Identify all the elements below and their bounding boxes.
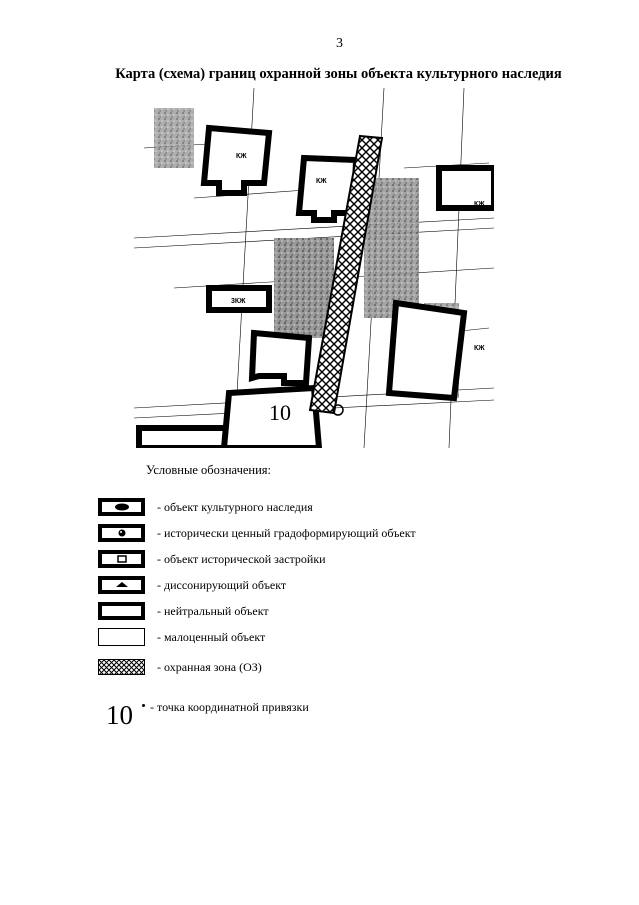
legend-item-heritage: - объект культурного наследия — [98, 496, 313, 518]
coord-point-dot — [142, 704, 145, 707]
legend-item-protection-zone: - охранная зона (ОЗ) — [98, 656, 262, 678]
legend-label: - диссонирующий объект — [157, 577, 287, 592]
dissonant-swatch — [98, 576, 145, 594]
heritage-swatch — [98, 498, 145, 516]
legend-title: Условные обозначения: — [146, 463, 272, 477]
map-coord-point: 10 — [269, 400, 291, 425]
map-label-building: КЖ — [316, 178, 327, 185]
legend-item-historic-building: - объект исторической застройки — [98, 548, 326, 570]
coord-point-number: 10 — [106, 700, 133, 730]
legend-label: - охранная зона (ОЗ) — [157, 659, 262, 674]
historic-valuable-swatch — [98, 524, 145, 542]
document-title: Карта (схема) границ охранной зоны объек… — [115, 66, 562, 82]
legend-item-historic-valuable: - исторически ценный градоформирующий об… — [98, 522, 416, 544]
map-dark-zone — [274, 238, 334, 338]
page-number: 3 — [336, 36, 343, 51]
map-label-building: КЖ — [474, 201, 485, 208]
map-building — [200, 124, 273, 196]
protection-zone-swatch — [98, 659, 145, 675]
legend-label: - малоценный объект — [157, 629, 266, 644]
legend-item-neutral: - нейтральный объект — [98, 600, 269, 622]
map-label-building: КЖ — [474, 345, 485, 352]
low-value-swatch — [98, 628, 145, 646]
map-building — [220, 384, 323, 448]
legend-label: - объект культурного наследия — [157, 499, 313, 514]
legend-label: - объект исторической застройки — [157, 551, 326, 566]
map-dark-zone — [364, 178, 419, 318]
coord-point-label: - точка координатной привязки — [150, 700, 309, 714]
map-dark-zone — [154, 108, 194, 168]
map-building — [436, 165, 494, 211]
map-building — [248, 329, 313, 386]
map-building — [385, 299, 468, 402]
historic-building-swatch — [98, 550, 145, 568]
neutral-swatch — [98, 602, 145, 620]
map-label-building: 3КЖ — [231, 298, 246, 305]
legend-label: - исторически ценный градоформирующий об… — [157, 525, 416, 540]
map-building — [136, 425, 232, 448]
map-building — [206, 285, 272, 313]
legend-item-dissonant: - диссонирующий объект — [98, 574, 286, 596]
map-label-building: КЖ — [236, 153, 247, 160]
legend-label: - нейтральный объект — [157, 603, 269, 618]
map-scheme: КЖ КЖ КЖ 3КЖ КЖ 10 — [134, 88, 494, 448]
legend-item-low-value: - малоценный объект — [98, 626, 265, 648]
